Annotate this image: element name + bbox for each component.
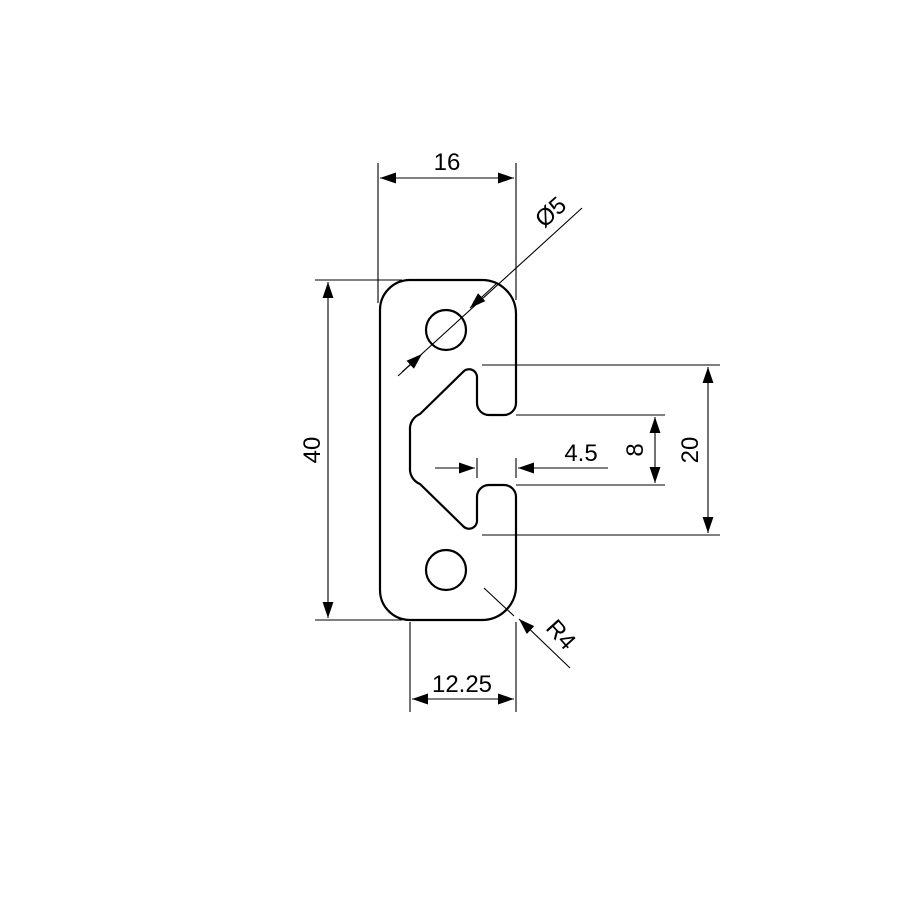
dimension-label-inner-width: 12.25 [432, 671, 492, 698]
dimension-label-height: 40 [299, 437, 326, 464]
mounting-hole-bottom [424, 548, 468, 592]
dimension-hole-diameter: Ø5 [397, 192, 583, 377]
dimension-label-diameter: Ø5 [530, 192, 572, 233]
profile-part [378, 278, 518, 622]
dimension-label-slot-span: 20 [677, 437, 704, 464]
dimension-label-slot-depth: 4.5 [564, 440, 597, 467]
dimension-label-width: 16 [434, 149, 461, 176]
dimension-slot-depth-4-5: 4.5 [435, 440, 608, 478]
dimension-slot-span-20: 20 [482, 364, 720, 536]
dimension-label-radius: R4 [540, 615, 581, 656]
dimension-inner-width-12-25: 12.25 [409, 622, 517, 712]
dimension-height-40: 40 [299, 279, 402, 621]
dimension-label-slot-opening: 8 [622, 443, 649, 456]
dimension-fillet-radius: R4 [483, 587, 581, 669]
dimension-slot-opening-8: 8 [516, 414, 665, 486]
profile-outline [378, 278, 518, 622]
mounting-hole-top [424, 308, 468, 352]
